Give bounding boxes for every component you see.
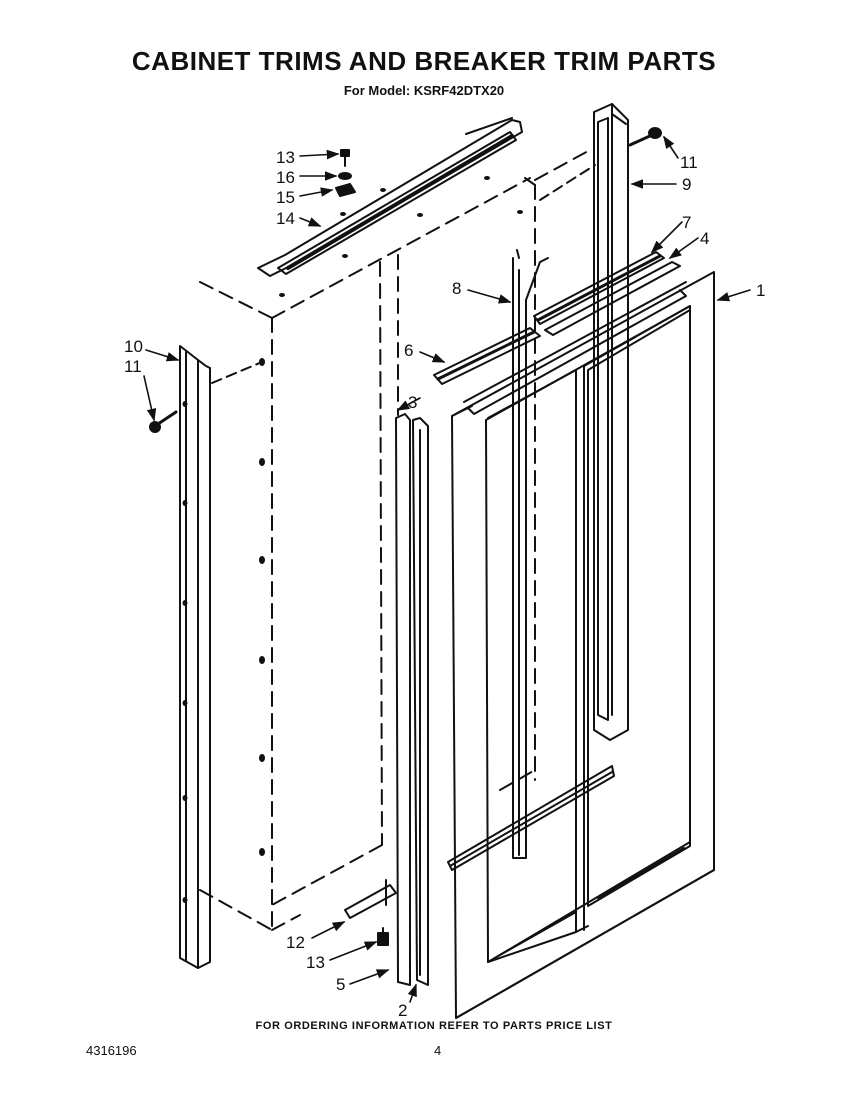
center-vertical-trims-parts-2-3 [395,413,429,986]
callout-11-right: 11 [680,153,698,172]
callout-4: 4 [700,229,709,248]
leader-lines [143,135,751,1003]
cabinet-holes [259,176,523,856]
callout-7: 7 [682,213,691,232]
callout-12: 12 [286,933,305,952]
top-trim-part-14 [257,117,523,277]
bottom-horizontal-trim [447,765,615,871]
bottom-bracket-part-12 [344,879,397,919]
breaker-frame-part-1 [451,271,715,1019]
callout-3: 3 [408,393,417,412]
model-subtitle: For Model: KSRF42DTX20 [343,83,505,98]
page-number: 4 [434,1043,442,1058]
horizontal-trim-part-4 [544,261,681,336]
horizontal-trim-part-7 [533,251,665,325]
callout-9: 9 [682,175,691,194]
heater-wire-part-8 [512,249,549,859]
document-number: 4316196 [86,1043,137,1058]
callout-16: 16 [276,168,295,187]
ordering-note: FOR ORDERING INFORMATION REFER TO PARTS … [255,1020,613,1032]
callout-6: 6 [404,341,413,360]
left-side-trim-part-10 [179,345,211,969]
top-fasteners [335,149,356,197]
callout-13-top: 13 [276,148,295,167]
cabinet-outline [199,149,591,931]
callout-2: 2 [398,1001,407,1020]
callout-14: 14 [276,209,295,228]
callout-1: 1 [756,281,765,300]
bottom-screw-part-13 [377,927,389,946]
left-screw-part-11 [149,410,178,433]
callout-15: 15 [276,188,295,207]
callout-13-bottom: 13 [306,953,325,972]
page-title: CABINET TRIMS AND BREAKER TRIM PARTS [131,46,717,76]
callout-8: 8 [452,279,461,298]
right-screw-part-11 [628,127,662,147]
callout-11-left: 11 [124,357,142,376]
callout-labels: 13 16 15 14 10 11 11 9 7 4 1 8 6 3 12 13… [124,148,765,1020]
callout-5: 5 [336,975,345,994]
right-vertical-trim-part-9 [593,103,629,741]
callout-10: 10 [124,337,143,356]
